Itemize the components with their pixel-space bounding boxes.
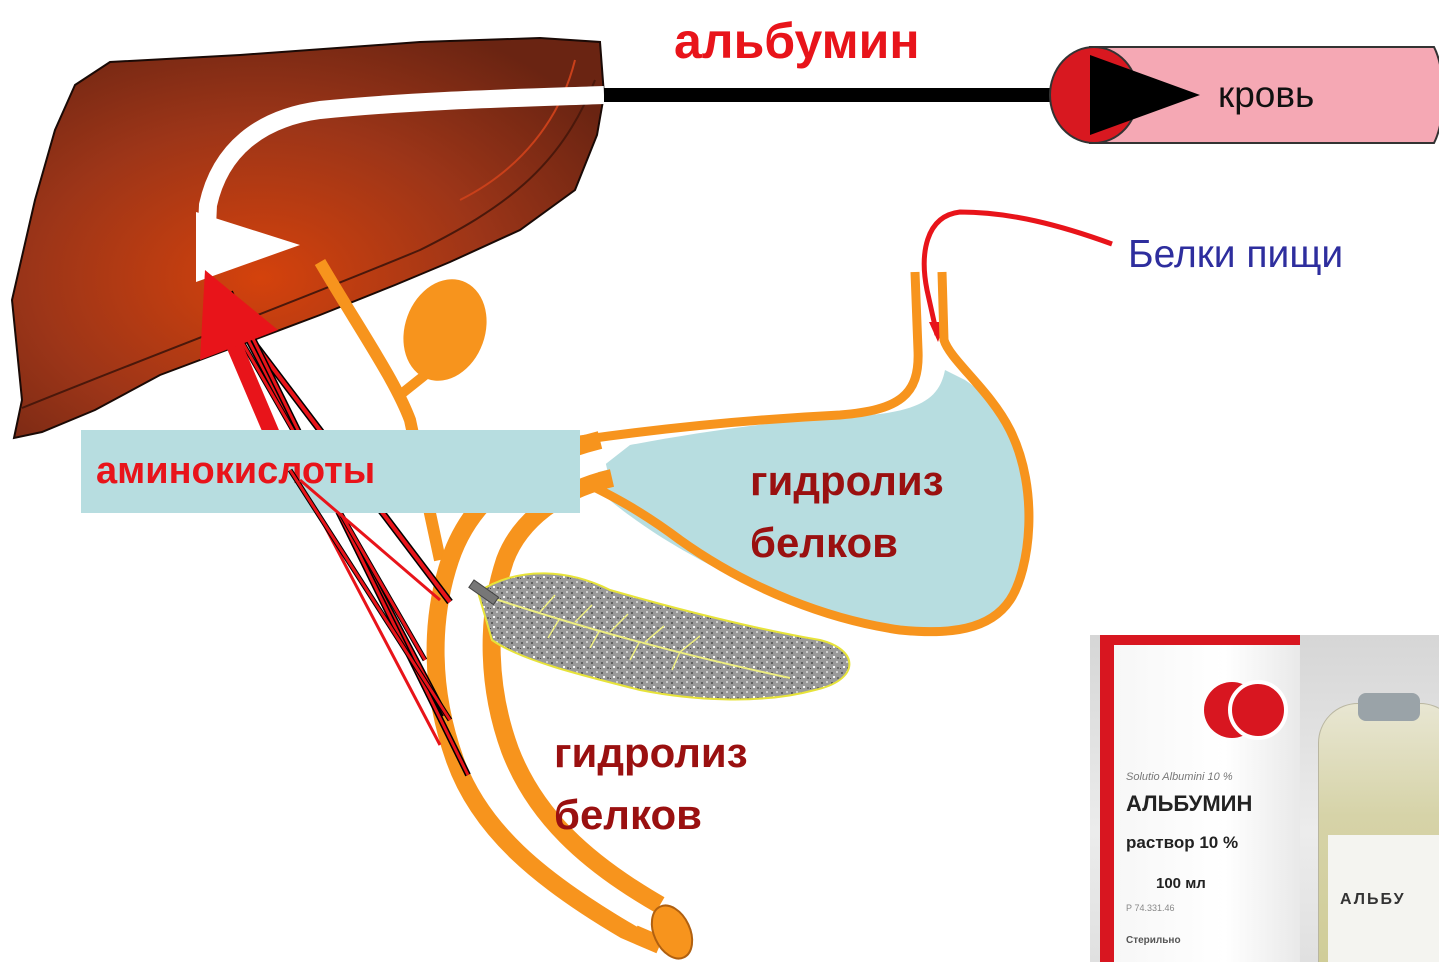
package-registration: Р 74.331.46 bbox=[1126, 903, 1175, 913]
bottle-label-text: АЛЬБУ bbox=[1340, 891, 1406, 909]
food-intake-line bbox=[924, 212, 1112, 335]
food-proteins-label: Белки пищи bbox=[1128, 233, 1343, 277]
package-sterile: Стерильно bbox=[1126, 935, 1181, 946]
albumin-product-photo: Solutio Albumini 10 % АЛЬБУМИН раствор 1… bbox=[1090, 635, 1439, 962]
package-volume: 100 мл bbox=[1156, 875, 1206, 892]
gallbladder bbox=[390, 267, 501, 392]
intestinal-hydrolysis-line-2: белков bbox=[554, 784, 748, 846]
cystic-duct bbox=[400, 375, 425, 395]
amino-acids-label: аминокислоты bbox=[96, 450, 375, 493]
gastric-hydrolysis-line-2: белков bbox=[750, 512, 944, 574]
package-logo-icon bbox=[1200, 675, 1290, 745]
albumin-label: альбумин bbox=[674, 12, 920, 70]
intestinal-hydrolysis-line-1: гидролиз bbox=[554, 722, 748, 784]
bottle-cap bbox=[1358, 693, 1420, 721]
intestinal-hydrolysis-label: гидролиз белков bbox=[554, 722, 748, 846]
package-concentration: раствор 10 % bbox=[1126, 833, 1238, 853]
blood-label: кровь bbox=[1218, 74, 1314, 116]
gastric-hydrolysis-line-1: гидролиз bbox=[750, 450, 944, 512]
gastric-hydrolysis-label: гидролиз белков bbox=[750, 450, 944, 574]
package-name: АЛЬБУМИН bbox=[1126, 791, 1252, 817]
stomach-outer-wall bbox=[580, 272, 918, 440]
package-latin-name: Solutio Albumini 10 % bbox=[1126, 771, 1233, 783]
